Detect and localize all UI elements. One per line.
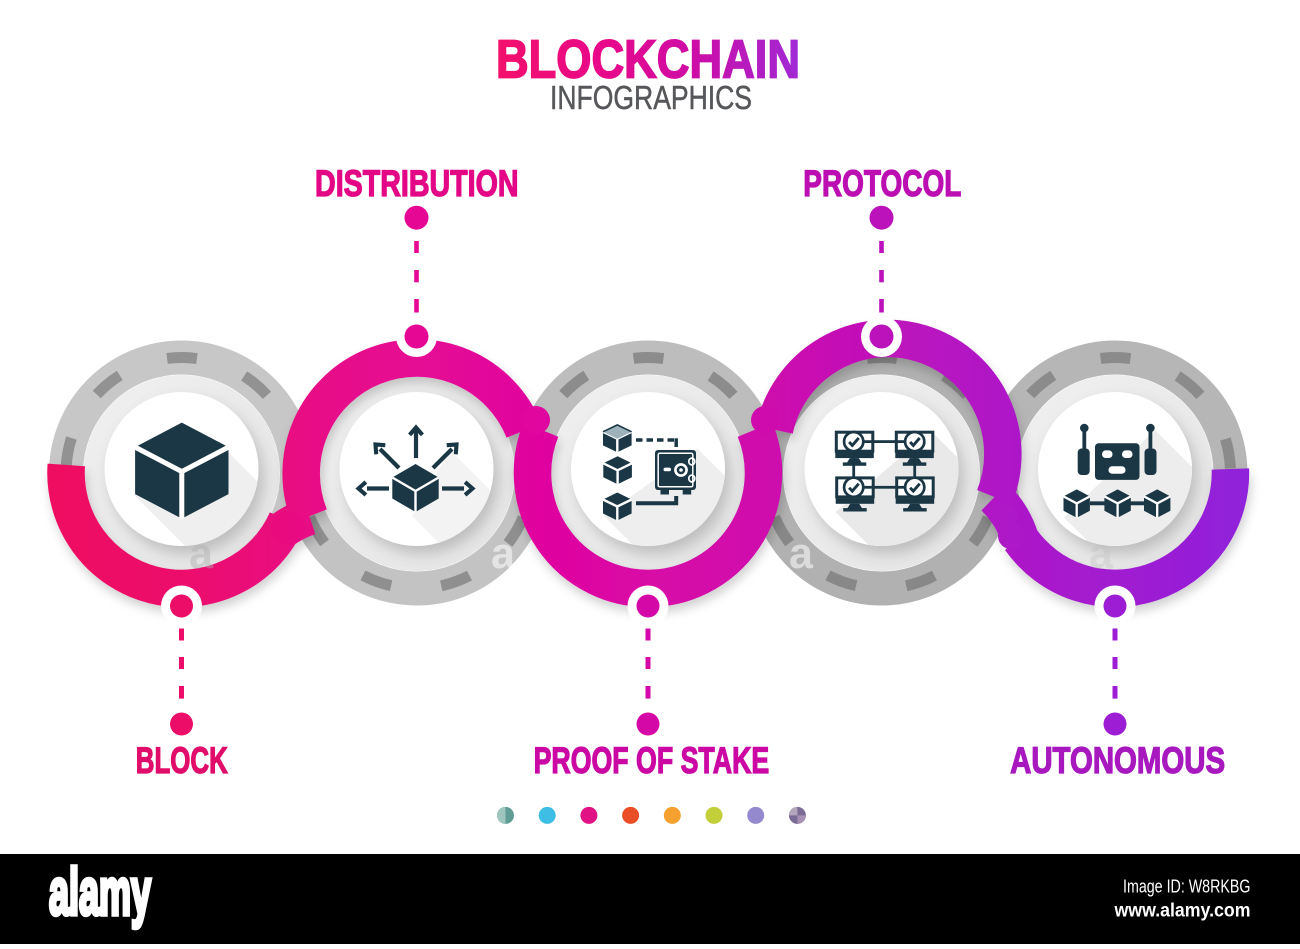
svg-text:a: a: [491, 529, 516, 578]
svg-text:Image ID: W8RKBG: Image ID: W8RKBG: [1123, 877, 1251, 897]
svg-text:a: a: [789, 529, 814, 578]
svg-text:PROOF OF STAKE: PROOF OF STAKE: [534, 740, 770, 781]
svg-text:a: a: [494, 27, 516, 69]
svg-text:a: a: [189, 529, 214, 578]
svg-text:INFOGRAPHICS: INFOGRAPHICS: [550, 79, 752, 116]
svg-text:BLOCK: BLOCK: [136, 740, 228, 781]
svg-text:BLOCKCHAIN: BLOCKCHAIN: [496, 30, 800, 90]
svg-text:DISTRIBUTION: DISTRIBUTION: [315, 163, 519, 204]
svg-text:www.alamy.com: www.alamy.com: [1114, 901, 1251, 922]
svg-text:a: a: [799, 27, 821, 69]
svg-text:PROTOCOL: PROTOCOL: [803, 163, 961, 204]
svg-text:a: a: [1089, 529, 1114, 578]
svg-text:alamy: alamy: [49, 855, 151, 929]
svg-text:AUTONOMOUS: AUTONOMOUS: [1010, 740, 1225, 781]
